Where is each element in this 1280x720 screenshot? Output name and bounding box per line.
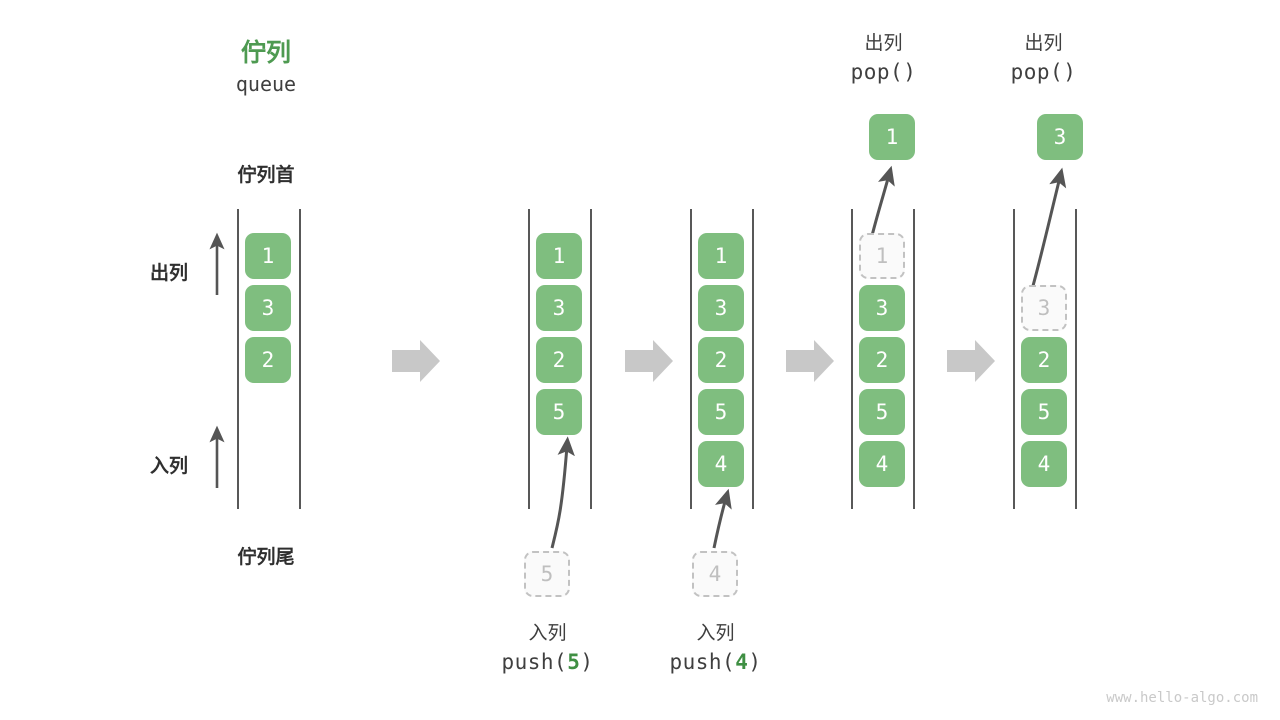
queue-head-label: 佇列首 xyxy=(237,164,295,186)
queue-cell: 5 xyxy=(698,389,744,435)
incoming-element-ghost: 5 xyxy=(524,551,570,597)
queue-cell: 2 xyxy=(245,337,291,383)
queue-cell: 2 xyxy=(1021,337,1067,383)
code-arg: 4 xyxy=(735,650,749,674)
pop-3-arrow xyxy=(1027,167,1067,301)
transition-arrow-2 xyxy=(625,340,673,382)
popped-element: 1 xyxy=(869,114,915,160)
pop-3-caption-zh: 出列 xyxy=(1024,32,1063,54)
queue-cell: 5 xyxy=(1021,389,1067,435)
push-5-arrow xyxy=(550,436,575,549)
queue-rail-left xyxy=(237,209,239,509)
queue-cell: 1 xyxy=(698,233,744,279)
queue-rail-right xyxy=(299,209,301,509)
code-pre: push( xyxy=(501,650,568,674)
queue-rail-left xyxy=(851,209,853,509)
push-5-caption-zh: 入列 xyxy=(528,622,567,644)
push-5-caption-code: push(5) xyxy=(470,647,625,677)
code-post: ) xyxy=(748,650,762,674)
queue-cell: 2 xyxy=(536,337,582,383)
transition-arrow-4 xyxy=(947,340,995,382)
code-pre: pop( xyxy=(1010,60,1064,84)
queue-rail-right xyxy=(913,209,915,509)
pop-1-caption: 出列 pop() xyxy=(806,30,961,87)
code-arg: 5 xyxy=(567,650,581,674)
enqueue-direction-label: 入列 xyxy=(150,455,189,477)
queue-rail-left xyxy=(528,209,530,509)
queue-cell: 1 xyxy=(536,233,582,279)
dequeue-direction-label: 出列 xyxy=(150,262,189,284)
pop-1-caption-zh: 出列 xyxy=(864,32,903,54)
diagram-title-en: queue xyxy=(235,72,297,96)
pop-3-caption-code: pop() xyxy=(966,57,1121,87)
queue-cell: 2 xyxy=(698,337,744,383)
queue-cell: 3 xyxy=(859,285,905,331)
code-post: ) xyxy=(580,650,594,674)
queue-cell-new: 5 xyxy=(536,389,582,435)
queue-cell: 4 xyxy=(859,441,905,487)
code-pre: push( xyxy=(669,650,736,674)
push-4-caption-zh: 入列 xyxy=(696,622,735,644)
code-post: ) xyxy=(903,60,917,84)
pop-1-caption-code: pop() xyxy=(806,57,961,87)
queue-rail-right xyxy=(1075,209,1077,509)
queue-cell: 3 xyxy=(245,285,291,331)
queue-cell-removed-ghost: 3 xyxy=(1021,285,1067,331)
queue-tail-label: 佇列尾 xyxy=(237,546,295,568)
code-pre: pop( xyxy=(850,60,904,84)
transition-arrow-1 xyxy=(392,340,440,382)
popped-element: 3 xyxy=(1037,114,1083,160)
queue-cell: 3 xyxy=(698,285,744,331)
queue-cell: 5 xyxy=(859,389,905,435)
incoming-element-ghost: 4 xyxy=(692,551,738,597)
code-post: ) xyxy=(1063,60,1077,84)
push-4-caption-code: push(4) xyxy=(638,647,793,677)
queue-cell: 3 xyxy=(536,285,582,331)
queue-cell: 4 xyxy=(1021,441,1067,487)
queue-rail-right xyxy=(752,209,754,509)
transition-arrow-3 xyxy=(786,340,834,382)
queue-rail-right xyxy=(590,209,592,509)
watermark: www.hello-algo.com xyxy=(1106,690,1258,706)
diagram-title-zh: 佇列 xyxy=(240,38,291,67)
queue-cell-removed-ghost: 1 xyxy=(859,233,905,279)
queue-cell-new: 4 xyxy=(698,441,744,487)
pop-3-caption: 出列 pop() xyxy=(966,30,1121,87)
push-5-caption: 入列 push(5) xyxy=(470,620,625,677)
queue-cell: 2 xyxy=(859,337,905,383)
push-4-caption: 入列 push(4) xyxy=(638,620,793,677)
queue-rail-left xyxy=(1013,209,1015,509)
queue-rail-left xyxy=(690,209,692,509)
queue-cell: 1 xyxy=(245,233,291,279)
push-4-arrow xyxy=(712,488,732,549)
